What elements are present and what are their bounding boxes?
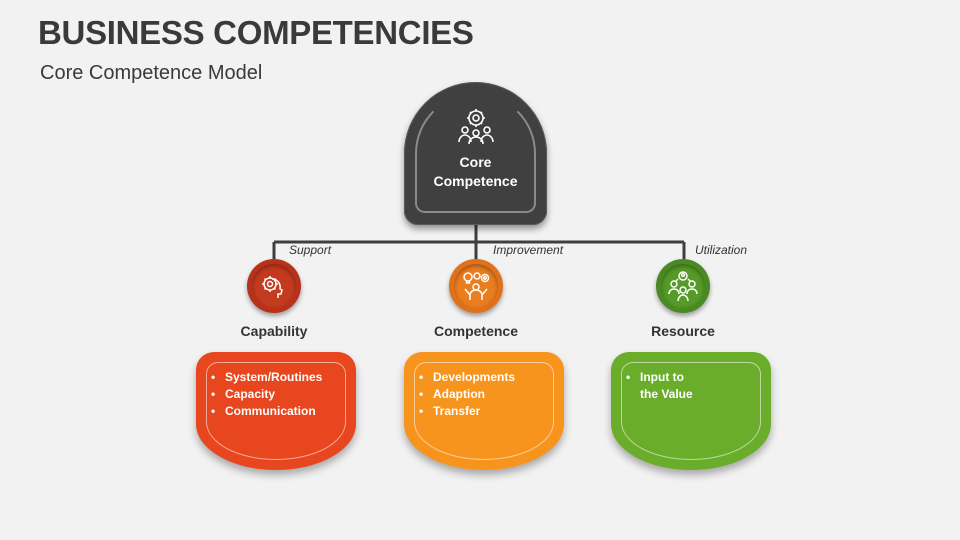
- page-title: BUSINESS COMPETENCIES: [38, 14, 474, 51]
- resource-circle: [656, 259, 710, 313]
- list-item: System/Routines: [210, 369, 322, 386]
- core-inner-frame: [415, 93, 536, 213]
- list-item: Transfer: [418, 403, 515, 420]
- resource-list: Input to the Value: [625, 369, 693, 403]
- category-label-resource: Resource: [651, 323, 715, 339]
- capability-card: System/Routines Capacity Communication: [196, 352, 356, 470]
- competence-card: Developments Adaption Transfer: [404, 352, 564, 470]
- connector-label-utilization: Utilization: [695, 243, 748, 257]
- list-item: Communication: [210, 403, 322, 420]
- capability-list: System/Routines Capacity Communication: [210, 369, 322, 420]
- core-competence-node: Core Competence: [404, 82, 547, 225]
- competence-circle: [449, 259, 503, 313]
- team-gear-icon: [458, 109, 494, 145]
- core-label: Core Competence: [433, 154, 518, 189]
- list-item: Capacity: [210, 386, 322, 403]
- person-ideas-icon: [463, 272, 490, 300]
- list-item: Adaption: [418, 386, 515, 403]
- list-item: Developments: [418, 369, 515, 386]
- people-network-icon: [668, 271, 698, 302]
- page-subtitle: Core Competence Model: [40, 62, 263, 84]
- category-label-capability: Capability: [240, 323, 308, 339]
- capability-circle: [247, 259, 301, 313]
- connector-label-improvement: Improvement: [493, 243, 564, 257]
- connector-label-support: Support: [289, 243, 332, 257]
- head-gear-icon: [262, 276, 283, 298]
- resource-card: Input to the Value: [611, 352, 771, 470]
- category-label-competence: Competence: [433, 323, 519, 339]
- list-item: Input to the Value: [625, 369, 693, 403]
- competence-list: Developments Adaption Transfer: [418, 369, 515, 420]
